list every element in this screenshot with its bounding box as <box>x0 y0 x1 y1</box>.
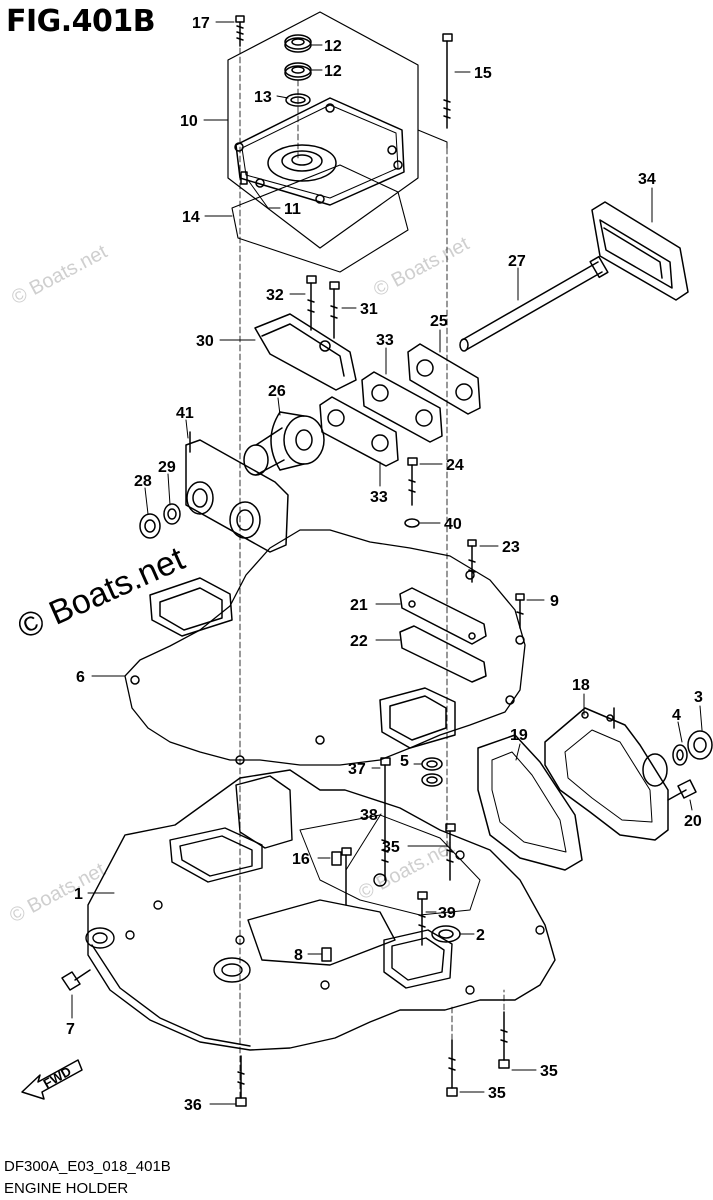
callout-12: 12 <box>324 63 342 80</box>
oil-seals-part-12 <box>284 34 312 81</box>
bracket-part-30 <box>254 313 357 391</box>
callout-31: 31 <box>360 301 378 318</box>
callout-3: 3 <box>694 689 703 706</box>
pin-part-8 <box>321 947 332 962</box>
bolt-part-31 <box>329 281 340 339</box>
bolt-part-37 <box>380 757 391 881</box>
callout-27: 27 <box>508 253 526 270</box>
callout-36: 36 <box>184 1097 202 1114</box>
bolt-part-35-lower <box>446 1039 458 1097</box>
callout-35: 35 <box>540 1063 558 1080</box>
bolt-part-7 <box>61 969 91 991</box>
bracket-part-34 <box>591 201 689 301</box>
gasket-part-19 <box>477 734 583 871</box>
callout-13: 13 <box>254 89 272 106</box>
callout-37: 37 <box>348 761 366 778</box>
callout-10: 10 <box>180 113 198 130</box>
callout-24: 24 <box>446 457 464 474</box>
callout-8: 8 <box>294 947 303 964</box>
callout-26: 26 <box>268 383 286 400</box>
plate-part-33-lower <box>319 396 399 467</box>
gasket-6-ports <box>130 570 525 765</box>
callout-28: 28 <box>134 473 152 490</box>
callout-29: 29 <box>158 459 176 476</box>
top-cover-part-10 <box>227 11 419 249</box>
bolt-part-9 <box>515 593 525 629</box>
callout-12: 12 <box>324 38 342 55</box>
engine-holder-part-1 <box>85 769 556 1051</box>
plate-part-25 <box>407 343 481 415</box>
callout-33: 33 <box>376 332 394 349</box>
callout-17: 17 <box>192 15 210 32</box>
callout-40: 40 <box>444 516 462 533</box>
bolt-part-36 <box>235 1055 247 1107</box>
shaft-part-27 <box>459 255 609 352</box>
callout-35: 35 <box>488 1085 506 1102</box>
callout-14: 14 <box>182 209 200 226</box>
callout-16: 16 <box>292 851 310 868</box>
callout-11: 11 <box>284 201 301 218</box>
callout-6: 6 <box>76 669 85 686</box>
callout-15: 15 <box>474 65 492 82</box>
gasket-part-22 <box>399 625 487 683</box>
nut-part-28 <box>139 513 161 539</box>
gasket-part-6 <box>124 529 526 766</box>
callout-21: 21 <box>350 597 368 614</box>
o-rings-part-5 <box>421 757 443 787</box>
bolt-part-35-right <box>498 1011 510 1069</box>
callout-32: 32 <box>266 287 284 304</box>
pin-part-11 <box>240 171 248 185</box>
callout-30: 30 <box>196 333 214 350</box>
bolt-part-32 <box>306 275 317 331</box>
callout-1: 1 <box>74 886 83 903</box>
washer-part-4 <box>672 744 688 766</box>
bolt-part-39 <box>417 891 428 946</box>
plug-part-3 <box>687 730 713 760</box>
callout-41: 41 <box>176 405 194 422</box>
callout-5: 5 <box>400 753 409 770</box>
bolt-part-35-upper <box>445 823 456 881</box>
callout-38: 38 <box>360 807 378 824</box>
mount-part-26 <box>243 411 325 476</box>
callout-9: 9 <box>550 593 559 610</box>
diagram-code: DF300A_E03_018_401B <box>4 1158 171 1175</box>
callout-23: 23 <box>502 539 520 556</box>
bolt-part-17 <box>235 15 245 47</box>
bolt-part-38 <box>341 847 352 906</box>
callout-7: 7 <box>66 1021 75 1038</box>
plate-part-21 <box>399 587 487 645</box>
callout-20: 20 <box>684 813 702 830</box>
cover-part-18 <box>544 707 669 841</box>
washer-part-29 <box>163 503 181 525</box>
callout-22: 22 <box>350 633 368 650</box>
callout-19: 19 <box>510 727 528 744</box>
bolt-part-23 <box>467 539 477 583</box>
diagram-name: ENGINE HOLDER <box>4 1180 129 1197</box>
bolt-part-24 <box>407 457 418 506</box>
callout-34: 34 <box>638 171 656 188</box>
bolt-part-20 <box>667 779 697 801</box>
callout-18: 18 <box>572 677 590 694</box>
callout-39: 39 <box>438 905 456 922</box>
callout-33: 33 <box>370 489 388 506</box>
callout-2: 2 <box>476 927 485 944</box>
pin-part-16 <box>331 851 342 866</box>
bracket-part-41 <box>185 431 289 553</box>
callout-25: 25 <box>430 313 448 330</box>
callout-35: 35 <box>382 839 400 856</box>
figure-title: FIG.401B <box>6 4 156 39</box>
washer-part-40 <box>404 518 420 528</box>
plate-part-33-upper <box>361 371 443 443</box>
callout-4: 4 <box>672 707 681 724</box>
gasket-part-14 <box>231 164 409 273</box>
fwd-arrow <box>21 1059 83 1100</box>
bolt-part-15 <box>442 33 453 129</box>
